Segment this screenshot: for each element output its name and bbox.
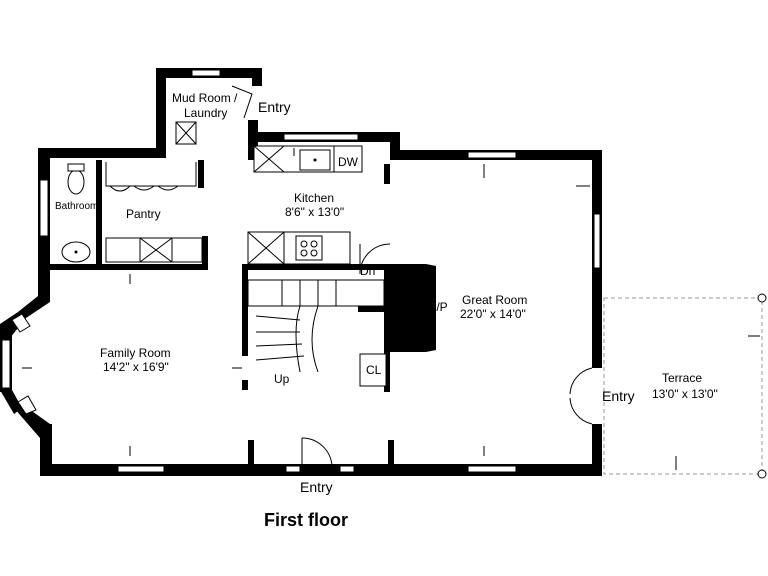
mud-room-label-2: Laundry [184, 106, 227, 120]
terrace-dims-label: 13'0" x 13'0" [652, 387, 718, 401]
stairs-up-label: Up [274, 372, 290, 386]
fireplace-label: F/P [429, 300, 448, 314]
entry-label-front: Entry [300, 479, 333, 495]
family-room-dims-label: 14'2" x 16'9" [103, 360, 169, 374]
mud-room-label-1: Mud Room / [172, 91, 238, 105]
family-room-name-label: Family Room [100, 346, 171, 360]
entry-label-terrace: Entry [602, 388, 635, 404]
closet-label: CL [366, 363, 382, 377]
entry-label-mudroom: Entry [258, 99, 291, 115]
bathroom-label: Bathroom [55, 201, 98, 212]
kitchen-dims-label: 8'6" x 13'0" [285, 205, 344, 219]
great-room-dims-label: 22'0" x 14'0" [460, 307, 526, 321]
terrace-name-label: Terrace [662, 371, 702, 385]
fixtures [61, 85, 593, 467]
interior-walls [50, 160, 436, 466]
great-room-name-label: Great Room [462, 293, 527, 307]
terrace-outline [603, 293, 767, 479]
exterior-walls [0, 68, 602, 476]
plan-title: First floor [264, 510, 348, 530]
stairs-down-label: Dn [360, 264, 375, 278]
windows [1, 69, 601, 473]
kitchen-name-label: Kitchen [294, 191, 334, 205]
pantry-label: Pantry [126, 207, 161, 221]
arrow-markers [22, 148, 760, 470]
dishwasher-label: DW [338, 155, 359, 169]
